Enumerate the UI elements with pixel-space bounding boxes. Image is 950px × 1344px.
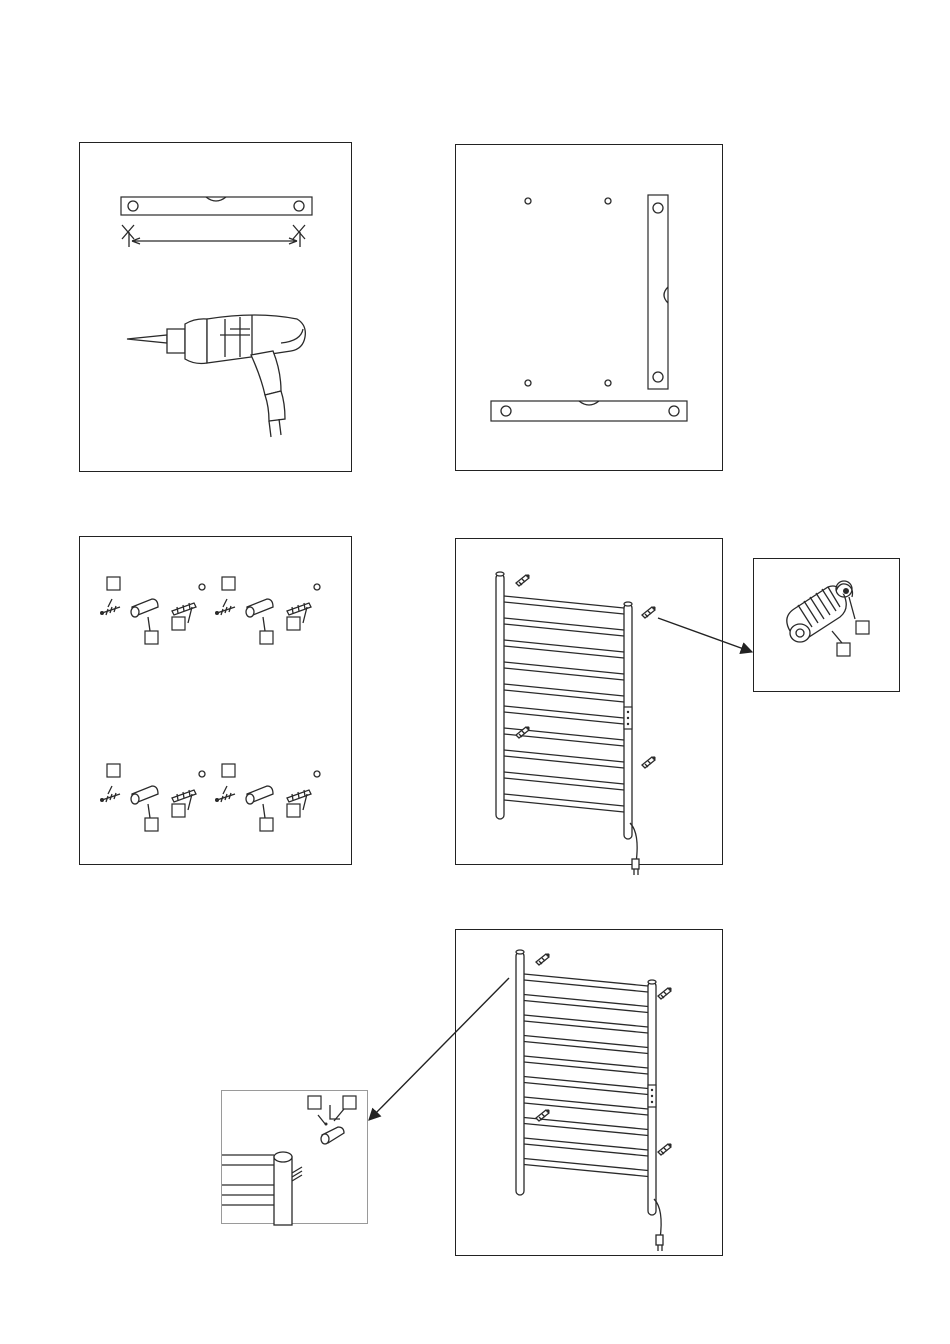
step-4-mounting-panel	[455, 538, 723, 865]
callout-box	[287, 617, 300, 630]
hardware-set-2	[215, 577, 320, 644]
callout-box	[172, 617, 185, 630]
heating-bar	[504, 706, 624, 724]
heating-bar	[504, 618, 624, 636]
callout-box	[145, 818, 158, 831]
heating-bar	[504, 640, 624, 658]
callout-box	[107, 577, 120, 590]
spacer-tube-icon	[131, 599, 158, 617]
wall-bracket-icon	[536, 953, 550, 965]
step-3-hardware-panel	[79, 536, 352, 865]
wall-anchor-icon	[287, 603, 311, 615]
hardware-set-1	[100, 577, 205, 644]
callout-box	[107, 764, 120, 777]
wall-bracket-icon	[642, 606, 656, 618]
heating-bar	[524, 1138, 648, 1156]
heating-bar	[524, 1015, 648, 1033]
threaded-bracket-icon	[787, 581, 869, 656]
heating-bar	[524, 1077, 648, 1095]
end-cap-detail-panel	[221, 1090, 368, 1224]
callout-box	[260, 631, 273, 644]
step-5-final-assembly-panel	[455, 929, 723, 1256]
callout-box	[145, 631, 158, 644]
control-panel-icon	[648, 1085, 656, 1107]
heating-bar	[504, 662, 624, 680]
callout-box	[287, 804, 300, 817]
heating-bar	[524, 995, 648, 1013]
hardware-set-4	[215, 764, 320, 831]
bracket-detail-panel	[753, 558, 900, 692]
measurement-marks-icon	[122, 225, 305, 247]
callout-box	[260, 818, 273, 831]
step-2-wall-hole-layout-panel	[455, 144, 723, 471]
callout-box	[222, 764, 235, 777]
heating-bar	[504, 750, 624, 768]
heating-bar	[524, 1036, 648, 1054]
wall-anchor-icon	[287, 790, 311, 802]
spacer-tube-icon	[246, 599, 273, 617]
towel-warmer-rack-icon	[516, 950, 672, 1251]
spacer-tube-icon	[246, 786, 273, 804]
spirit-level-icon	[121, 197, 312, 215]
heating-bar	[524, 974, 648, 992]
rail-end-cap-icon	[222, 1096, 356, 1225]
step-1-marking-and-drilling-panel	[79, 142, 352, 472]
vertical-level-icon	[648, 195, 668, 389]
callout-box	[222, 577, 235, 590]
towel-warmer-rack-icon	[496, 572, 656, 875]
heating-bar	[524, 1118, 648, 1136]
wall-bracket-icon	[658, 1143, 672, 1155]
power-drill-icon	[127, 315, 305, 437]
horizontal-level-icon	[491, 401, 687, 421]
control-panel-icon	[624, 707, 632, 729]
spacer-tube-icon	[131, 786, 158, 804]
heating-bar	[504, 794, 624, 812]
wall-anchor-icon	[172, 603, 196, 615]
hole-mark-icons	[525, 198, 611, 386]
heating-bar	[524, 1056, 648, 1074]
heating-bar	[504, 596, 624, 614]
wall-bracket-icon	[516, 574, 530, 586]
wall-bracket-icon	[642, 756, 656, 768]
callout-box	[172, 804, 185, 817]
heating-bar	[524, 1159, 648, 1177]
hardware-set-3	[100, 764, 205, 831]
wall-anchor-icon	[172, 790, 196, 802]
wall-bracket-icon	[658, 987, 672, 999]
heating-bar	[504, 684, 624, 702]
heating-bar	[504, 772, 624, 790]
